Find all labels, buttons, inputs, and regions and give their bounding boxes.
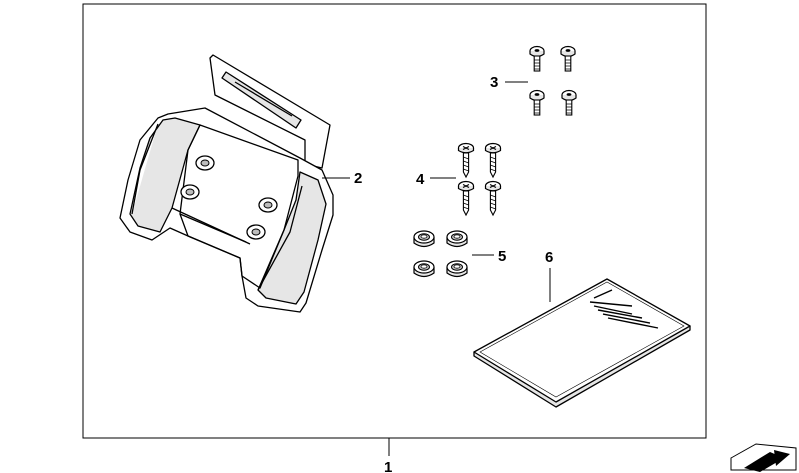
folder-arrow-icon[interactable] <box>730 443 797 472</box>
callout-label-4: 4 <box>416 171 425 188</box>
callout-label-6: 6 <box>545 249 553 266</box>
callout-label-3: 3 <box>490 74 498 91</box>
callout-label-5: 5 <box>498 248 506 265</box>
button-head-bolts <box>529 45 577 116</box>
callout-label-1: 1 <box>384 459 392 473</box>
holder-bracket <box>119 54 334 313</box>
diagram-frame <box>82 3 707 439</box>
instruction-manual <box>473 278 691 408</box>
callout-label-2: 2 <box>354 170 362 187</box>
nuts <box>413 230 468 278</box>
cross-head-screws <box>457 142 502 216</box>
